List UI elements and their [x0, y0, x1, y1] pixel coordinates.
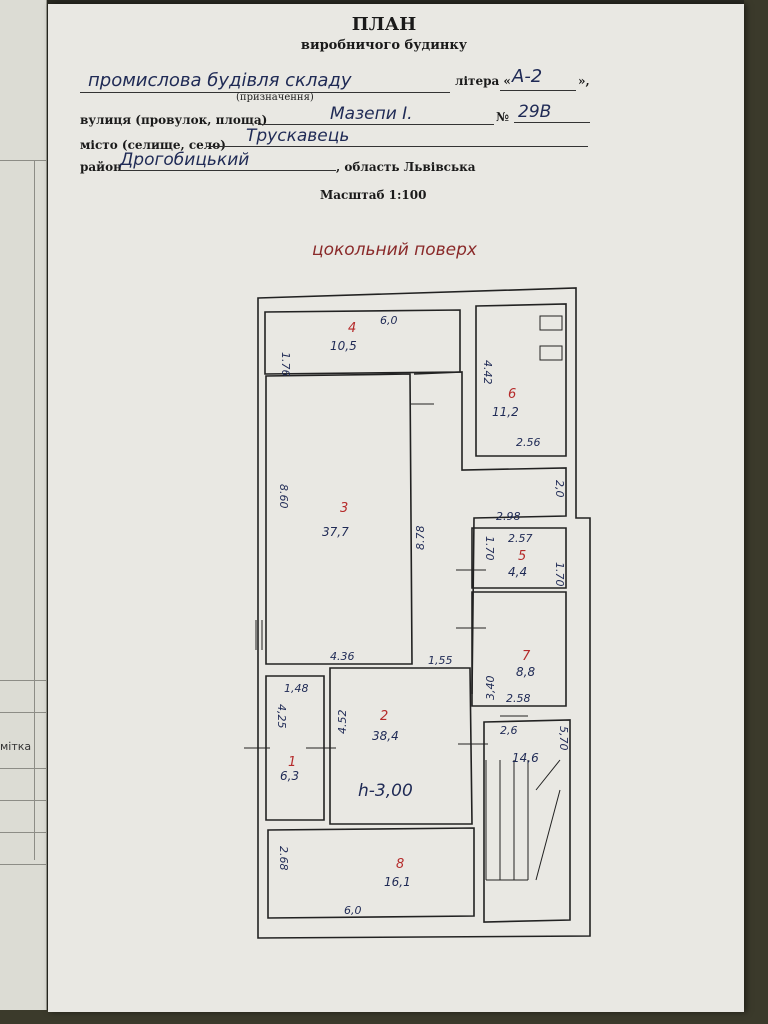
room-3-number: 3 [340, 501, 348, 516]
room-7-area: 8,8 [516, 665, 535, 679]
dim-4-height: 1.76 [279, 352, 292, 377]
street-label: вулиця (провулок, площа) [80, 113, 268, 127]
dim-8-width: 6,0 [344, 904, 362, 917]
document-sheet [48, 4, 744, 1012]
purpose-caption: (призначення) [236, 92, 314, 103]
dim-4-52: 4.52 [336, 710, 349, 735]
dim-6-width: 2.56 [516, 436, 541, 449]
room-4-area: 10,5 [330, 339, 357, 353]
room-9-area: 14,6 [512, 751, 539, 765]
dim-1-70-b: 1.70 [553, 562, 566, 587]
district-value: Дрогобицький [120, 150, 250, 170]
dim-2-0: 2,0 [553, 480, 566, 498]
background-edge-bottom [0, 1010, 768, 1024]
dim-3-width: 4.36 [330, 650, 355, 663]
dim-2-58: 2.58 [506, 692, 531, 705]
floor-title: цокольний поверх [312, 240, 477, 260]
city-value: Трускавець [246, 126, 350, 146]
dim-5-70: 5,70 [557, 726, 570, 751]
dim-2-98: 2.98 [496, 510, 521, 523]
back-sheet-label: мітка [0, 740, 32, 753]
room-5-area: 4,4 [508, 565, 527, 579]
district-label: район [80, 160, 122, 174]
dimension-labels: 6,0 1.76 4.42 2.56 2,0 2.98 8.60 4.36 8.… [275, 314, 570, 917]
back-sheet: мітка [0, 0, 47, 1010]
dim-1-70-a: 1.70 [483, 536, 496, 561]
room-labels: 4 10,5 6 11,2 3 37,7 5 4,4 7 8,8 2 38,4 … [280, 321, 539, 889]
room-6-number: 6 [508, 387, 516, 402]
background-edge [744, 0, 768, 1024]
dim-1-48: 1,48 [284, 682, 309, 695]
ceiling-height: h-3,00 [358, 781, 413, 801]
city-label: місто (селище, село) [80, 138, 226, 152]
doc-title: ПЛАН [351, 14, 417, 35]
number-label: № [496, 110, 510, 124]
letter-close: », [578, 74, 590, 88]
dim-2-6: 2,6 [500, 724, 518, 737]
dim-3-height: 8.60 [277, 484, 290, 509]
doc-subtitle: виробничого будинку [300, 38, 468, 53]
street-value: Мазепи І. [330, 104, 413, 124]
room-6-area: 11,2 [492, 405, 519, 419]
dim-2-68: 2.68 [277, 846, 290, 871]
purpose-value: промислова будівля складу [88, 70, 352, 91]
room-2-area: 38,4 [372, 729, 399, 743]
letter-label: літера « [455, 74, 511, 88]
number-value: 29В [518, 102, 552, 122]
dim-4-width: 6,0 [380, 314, 398, 327]
room-4-number: 4 [348, 321, 356, 336]
room-5-number: 5 [518, 549, 526, 564]
room-3-area: 37,7 [322, 525, 349, 539]
dim-1-55: 1,55 [428, 654, 453, 667]
room-2-number: 2 [380, 709, 388, 724]
scale: Масштаб 1:100 [320, 188, 427, 202]
room-8-area: 16,1 [384, 875, 411, 889]
dim-2-57: 2.57 [508, 532, 533, 545]
dim-4-25: 4,25 [275, 704, 288, 729]
room-1-number: 1 [288, 755, 296, 770]
room-7-number: 7 [522, 649, 531, 664]
letter-value: А-2 [512, 66, 543, 87]
room-8-number: 8 [396, 857, 404, 872]
dim-3-40: 3,40 [484, 676, 497, 701]
dim-6-height: 4.42 [481, 360, 494, 385]
region-text: , область Львівська [336, 160, 476, 174]
room-1-area: 6,3 [280, 769, 299, 783]
dim-8-78: 8.78 [414, 526, 427, 551]
